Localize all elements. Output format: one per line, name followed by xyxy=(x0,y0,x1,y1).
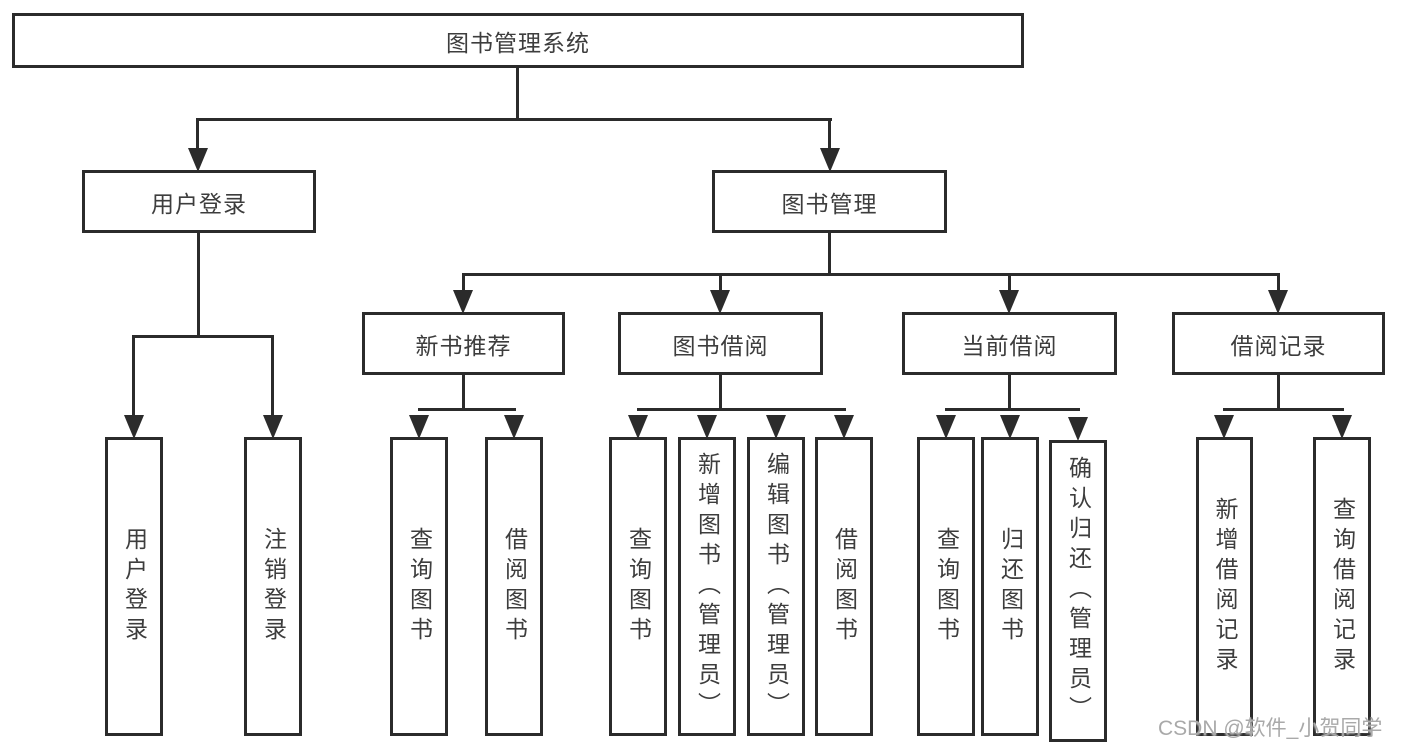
connector xyxy=(196,118,199,151)
connector xyxy=(418,408,516,411)
leaf-query-books-borrowing: 查询图书 xyxy=(609,437,667,736)
arrowhead-down-icon xyxy=(124,415,144,439)
arrowhead-down-icon xyxy=(834,415,854,439)
connector xyxy=(1223,408,1344,411)
leaf-query-books-current-label: 查询图书 xyxy=(933,526,960,647)
csdn-watermark: CSDN @软件_小贺同学 xyxy=(1158,717,1383,740)
connector xyxy=(196,118,832,121)
arrowhead-down-icon xyxy=(1000,415,1020,439)
node-new-book-recommend-label: 新书推荐 xyxy=(415,332,512,359)
node-user-login: 用户登录 xyxy=(82,170,316,233)
leaf-add-borrow-record: 新增借阅记录 xyxy=(1196,437,1253,736)
leaf-borrow-books-borrowing: 借阅图书 xyxy=(815,437,873,736)
leaf-add-book-admin: 新增图书（管理员） xyxy=(678,437,736,736)
node-book-management: 图书管理 xyxy=(712,170,947,233)
connector xyxy=(945,408,1080,411)
arrowhead-down-icon xyxy=(1214,415,1234,439)
arrowhead-down-icon xyxy=(999,290,1019,314)
node-book-management-label: 图书管理 xyxy=(781,190,878,217)
leaf-confirm-return-admin: 确认归还（管理员） xyxy=(1049,440,1107,742)
connector xyxy=(637,408,846,411)
arrowhead-down-icon xyxy=(710,290,730,314)
leaf-edit-book-admin-label: 编辑图书（管理员） xyxy=(763,451,790,722)
arrowhead-down-icon xyxy=(409,415,429,439)
connector xyxy=(271,335,274,418)
arrowhead-down-icon xyxy=(504,415,524,439)
connector xyxy=(719,273,722,293)
node-library-system-label: 图书管理系统 xyxy=(446,29,590,56)
leaf-query-borrow-record-label: 查询借阅记录 xyxy=(1329,496,1356,677)
connector xyxy=(1277,375,1280,411)
connector xyxy=(132,335,274,338)
leaf-borrow-books-recommend: 借阅图书 xyxy=(485,437,543,736)
connector xyxy=(719,375,722,411)
node-book-borrowing: 图书借阅 xyxy=(618,312,823,375)
arrowhead-down-icon xyxy=(188,148,208,172)
connector xyxy=(1008,273,1011,293)
arrowhead-down-icon xyxy=(820,148,840,172)
leaf-confirm-return-admin-label: 确认归还（管理员） xyxy=(1065,456,1092,726)
arrowhead-down-icon xyxy=(697,415,717,439)
arrowhead-down-icon xyxy=(453,290,473,314)
connector xyxy=(462,273,1280,276)
leaf-user-login: 用户登录 xyxy=(105,437,163,736)
node-borrow-records-label: 借阅记录 xyxy=(1230,332,1327,359)
connector xyxy=(462,375,465,411)
connector xyxy=(828,233,831,276)
leaf-user-login-label: 用户登录 xyxy=(121,526,148,647)
leaf-query-books-borrowing-label: 查询图书 xyxy=(625,526,652,647)
node-new-book-recommend: 新书推荐 xyxy=(362,312,565,375)
leaf-borrow-books-borrowing-label: 借阅图书 xyxy=(831,526,858,647)
leaf-return-book: 归还图书 xyxy=(981,437,1039,736)
node-user-login-label: 用户登录 xyxy=(151,190,247,217)
arrowhead-down-icon xyxy=(263,415,283,439)
node-library-system: 图书管理系统 xyxy=(12,13,1024,68)
leaf-borrow-books-recommend-label: 借阅图书 xyxy=(501,526,528,647)
connector xyxy=(462,273,465,293)
node-borrow-records: 借阅记录 xyxy=(1172,312,1385,375)
leaf-add-book-admin-label: 新增图书（管理员） xyxy=(694,451,721,722)
node-book-borrowing-label: 图书借阅 xyxy=(672,332,769,359)
arrowhead-down-icon xyxy=(1068,417,1088,441)
leaf-query-borrow-record: 查询借阅记录 xyxy=(1313,437,1371,736)
leaf-query-books-current: 查询图书 xyxy=(917,437,975,736)
connector xyxy=(197,233,200,337)
leaf-logout: 注销登录 xyxy=(244,437,302,736)
leaf-logout-label: 注销登录 xyxy=(260,526,287,647)
arrowhead-down-icon xyxy=(936,415,956,439)
connector xyxy=(516,68,519,121)
leaf-return-book-label: 归还图书 xyxy=(997,526,1024,647)
leaf-query-books-recommend-label: 查询图书 xyxy=(406,526,433,647)
leaf-add-borrow-record-label: 新增借阅记录 xyxy=(1212,496,1238,677)
connector xyxy=(828,118,831,151)
arrowhead-down-icon xyxy=(1332,415,1352,439)
connector xyxy=(132,335,135,418)
leaf-query-books-recommend: 查询图书 xyxy=(390,437,448,736)
node-current-borrow: 当前借阅 xyxy=(902,312,1117,375)
arrowhead-down-icon xyxy=(1268,290,1288,314)
connector xyxy=(1277,273,1280,293)
node-current-borrow-label: 当前借阅 xyxy=(961,332,1058,359)
connector xyxy=(1008,375,1011,411)
leaf-edit-book-admin: 编辑图书（管理员） xyxy=(747,437,805,736)
arrowhead-down-icon xyxy=(766,415,786,439)
arrowhead-down-icon xyxy=(628,415,648,439)
